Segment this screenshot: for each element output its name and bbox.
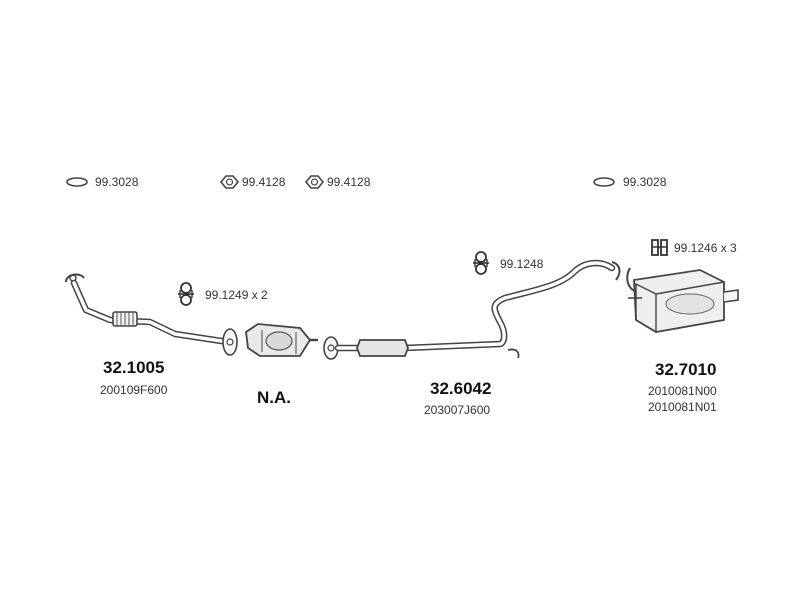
rubber-hanger-icon bbox=[178, 282, 194, 306]
oem-code: 203007J600 bbox=[424, 403, 491, 417]
gasket-label: 99.4128 bbox=[327, 175, 371, 189]
rubber-hanger-icon bbox=[651, 239, 668, 256]
oval-gasket-icon bbox=[66, 177, 88, 187]
oem-code: 2010081N01 bbox=[648, 400, 717, 414]
ring-gasket-icon bbox=[304, 175, 325, 189]
part-number: 32.7010 bbox=[655, 360, 717, 379]
gasket-label: 99.3028 bbox=[95, 175, 139, 189]
hanger-label: 99.1248 bbox=[500, 257, 544, 271]
oem-code: 200109F600 bbox=[100, 383, 168, 397]
part-number: N.A. bbox=[257, 388, 291, 407]
hanger-label: 99.1249 x 2 bbox=[205, 288, 268, 302]
rubber-hanger-icon bbox=[473, 251, 489, 275]
part-number: 32.6042 bbox=[430, 379, 492, 398]
rear-muffler-drawing bbox=[626, 267, 739, 333]
oval-gasket-icon bbox=[593, 177, 615, 187]
ring-gasket-icon bbox=[219, 175, 240, 189]
part-number: 32.1005 bbox=[103, 358, 165, 377]
gasket-label: 99.3028 bbox=[623, 175, 667, 189]
catalytic-converter-drawing bbox=[245, 323, 318, 357]
oem-code: 2010081N00 bbox=[648, 384, 717, 398]
middle-pipe-drawing bbox=[323, 259, 621, 360]
front-pipe-drawing bbox=[65, 273, 238, 356]
hanger-label: 99.1246 x 3 bbox=[674, 241, 737, 255]
gasket-label: 99.4128 bbox=[242, 175, 286, 189]
